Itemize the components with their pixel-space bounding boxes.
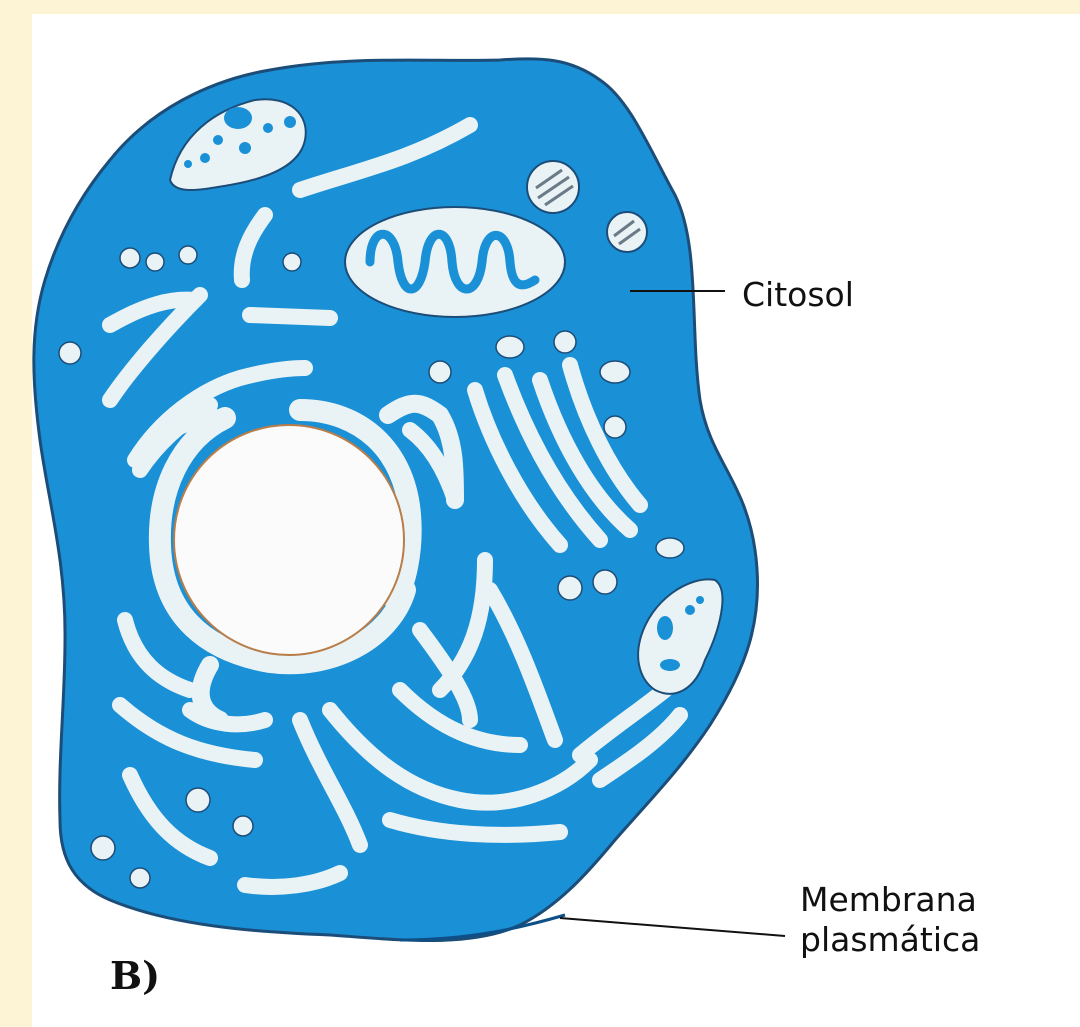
- membrana-plasmatica-label: Membrana plasmática: [800, 880, 980, 959]
- membrana-label-line1: Membrana: [800, 880, 980, 920]
- mitochondrion: [345, 207, 565, 317]
- citosol-label: Citosol: [742, 275, 854, 315]
- membrana-pointer-line: [560, 918, 785, 936]
- nucleus: [174, 425, 404, 655]
- panel-letter: B): [110, 953, 160, 998]
- membrana-label-line2: plasmática: [800, 920, 980, 960]
